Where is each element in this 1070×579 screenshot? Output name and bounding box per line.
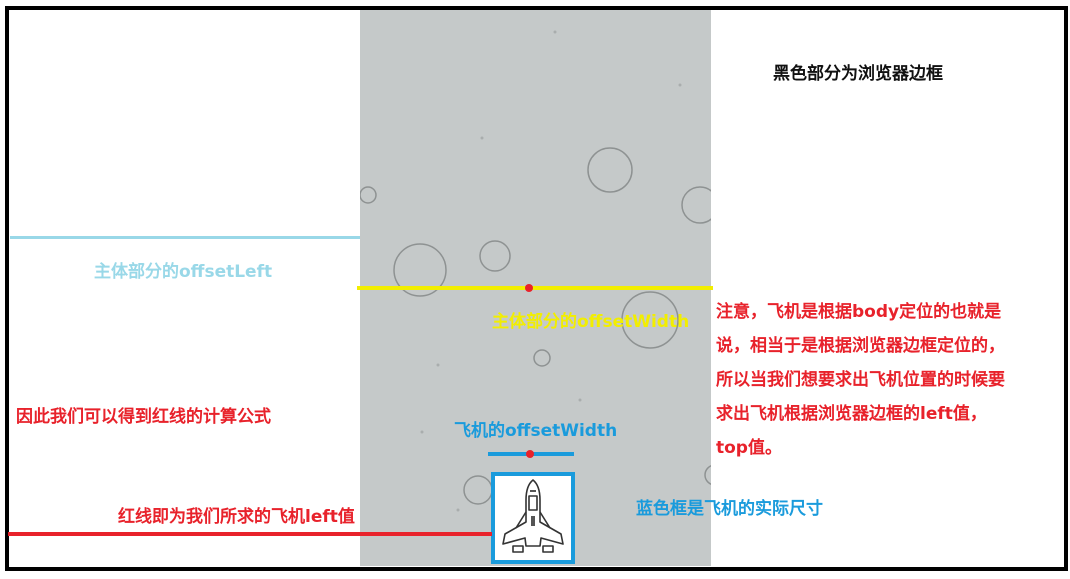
main-offset-left-label: 主体部分的offsetLeft <box>94 262 273 282</box>
note-line-4: 求出飞机根据浏览器边框的left值， <box>716 404 987 424</box>
asteroid-dot <box>420 430 424 434</box>
plane-offset-width-midpoint <box>526 450 534 458</box>
asteroid-dot <box>436 363 440 367</box>
main-offset-width-label: 主体部分的offsetWidth <box>492 312 690 332</box>
plane-icon <box>502 479 564 553</box>
asteroid <box>533 349 551 367</box>
offset-width-line <box>357 286 713 290</box>
red-line-meaning-label: 红线即为我们所求的飞机left值 <box>118 507 355 527</box>
asteroid <box>479 240 511 272</box>
asteroid-dot <box>553 30 557 34</box>
note-line-2: 说，相当于是根据浏览器边框定位的， <box>716 336 1005 356</box>
plane-left-value-line <box>8 532 492 536</box>
asteroid <box>704 465 711 485</box>
asteroid <box>587 147 633 193</box>
offset-width-line-midpoint <box>525 284 533 292</box>
note-line-3: 所以当我们想要求出飞机位置的时候要 <box>716 370 1005 390</box>
asteroid-dot <box>678 83 682 87</box>
note-line-1: 注意，飞机是根据body定位的也就是 <box>716 302 1002 322</box>
asteroid-dot <box>456 508 460 512</box>
asteroid <box>463 475 493 505</box>
plane-offset-width-label: 飞机的offsetWidth <box>454 421 618 441</box>
plane-bounding-box <box>491 472 575 564</box>
asteroid-dot <box>578 398 582 402</box>
browser-border-label: 黑色部分为浏览器边框 <box>773 64 943 84</box>
asteroid <box>360 186 377 204</box>
formula-label: 因此我们可以得到红线的计算公式 <box>16 407 271 427</box>
offset-left-line <box>10 236 360 239</box>
asteroid <box>681 186 711 224</box>
asteroid <box>621 291 679 349</box>
asteroid <box>393 243 447 297</box>
asteroid-dot <box>480 136 484 140</box>
blue-box-meaning-label: 蓝色框是飞机的实际尺寸 <box>636 499 823 519</box>
note-line-5: top值。 <box>716 438 782 458</box>
